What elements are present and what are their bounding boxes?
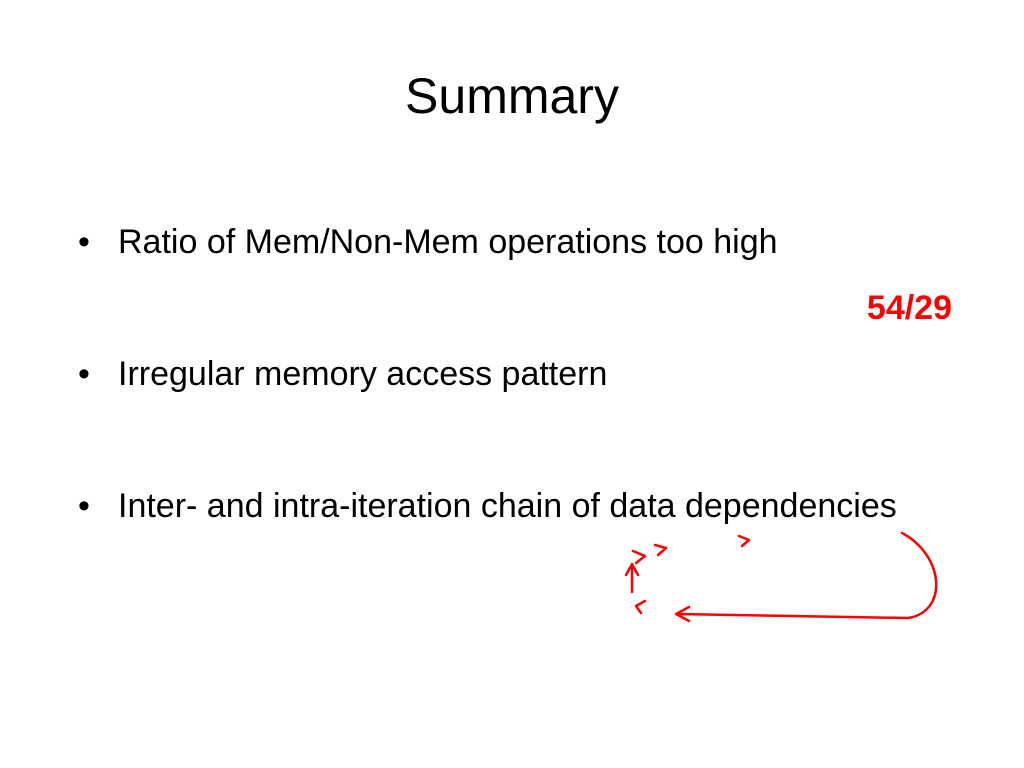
list-item: • Irregular memory access pattern: [78, 348, 958, 400]
arrowhead-icon: [737, 534, 751, 548]
bullet-text: Irregular memory access pattern: [118, 355, 608, 393]
list-item: • Inter- and intra-iteration chain of da…: [78, 480, 958, 532]
loop-back-arrow-icon: [674, 531, 938, 623]
slide-title: Summary: [405, 68, 619, 124]
bullet-icon: •: [78, 223, 90, 261]
bullet-text: Ratio of Mem/Non-Mem operations too high: [118, 223, 778, 261]
arrowhead-icon: [631, 549, 647, 565]
up-arrow-icon: [624, 562, 640, 594]
list-item: • Ratio of Mem/Non-Mem operations too hi…: [78, 216, 958, 268]
ratio-annotation: 54/29: [866, 289, 952, 327]
bullet-text: Inter- and intra-iteration chain of data…: [118, 487, 897, 525]
arrowhead-icon: [653, 543, 668, 557]
bullet-icon: •: [78, 487, 90, 525]
bullet-icon: •: [78, 355, 90, 393]
arrowhead-icon: [634, 599, 647, 615]
